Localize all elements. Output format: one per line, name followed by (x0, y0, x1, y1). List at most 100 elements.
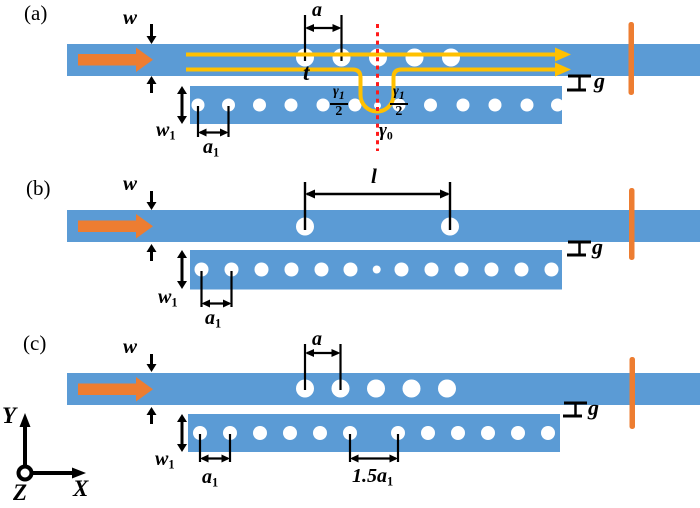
w-arrow-c (146, 354, 157, 424)
taper-left-label: γ1 2 (330, 84, 348, 120)
w-label-b: w (123, 171, 138, 195)
coordinate-axes (16, 413, 86, 482)
gap-marker-b (567, 240, 591, 257)
g-label-a: g (594, 68, 605, 93)
y-axis-label: Y (2, 403, 17, 428)
nanobeam-hole (520, 98, 534, 112)
w1-label-b: w1 (158, 286, 178, 310)
nanobeam-hole (314, 262, 329, 277)
wide-spacing-label-c: 1.5a1 (352, 465, 394, 489)
panel-a (67, 15, 700, 151)
gap-marker-c (563, 401, 587, 418)
waveguide-b (67, 210, 700, 242)
nanobeam-hole (253, 98, 266, 112)
holes-c (193, 379, 555, 440)
z-axis-label: Z (13, 480, 28, 505)
w-arrow-b (146, 191, 157, 261)
a1-label-a: a1 (203, 136, 220, 160)
light-path-cavity-arrowhead (555, 62, 571, 77)
monitor-line-c (629, 357, 635, 429)
nanobeam-hole (343, 426, 357, 440)
monitor-line-b (629, 188, 635, 260)
nanobeam-hole (451, 426, 465, 440)
panel-b-label: (b) (26, 176, 51, 200)
waveguide-hole (367, 379, 385, 398)
a-label-c: a (312, 328, 322, 350)
center-defect-hole (374, 102, 381, 109)
nanobeam-hole (191, 98, 205, 112)
nanobeam-hole (343, 262, 358, 277)
nanobeam-hole (348, 98, 362, 112)
nanobeam-hole (551, 98, 564, 112)
light-path-cavity-a (186, 67, 557, 114)
gap-marker-a (567, 74, 591, 92)
nanobeam-hole (224, 262, 239, 277)
w1-arrow-b (177, 250, 187, 289)
a1-label-b: a1 (205, 307, 222, 331)
a1-dimension-b (200, 271, 233, 308)
nanobeam-hole (284, 262, 299, 277)
nanobeam-hole (316, 98, 330, 112)
nanobeam-hole (313, 426, 327, 440)
l-dimension-b (303, 182, 452, 230)
nanobeam-hole (456, 98, 470, 112)
nanobeam-hole (541, 426, 555, 440)
nanobeam-hole (254, 262, 269, 277)
nanobeam-hole (391, 426, 405, 440)
light-path-top-arrowhead (555, 47, 571, 62)
panel-a-label: (a) (24, 1, 48, 25)
nanobeam-hole (488, 98, 502, 112)
w-label-a: w (123, 5, 138, 29)
panel-c-label: (c) (23, 331, 47, 355)
nanobeam-hole (284, 98, 298, 112)
nanobeam-hole (424, 262, 439, 277)
nanobeam-hole (424, 98, 437, 112)
g-label-c: g (588, 395, 599, 420)
waveguide-hole (442, 48, 460, 67)
waveguide-hole (405, 48, 424, 67)
a1-label-c: a1 (202, 466, 219, 490)
nanobeam-hole (223, 426, 237, 440)
wide-spacing-dimension-c (348, 434, 400, 463)
nanobeam-hole (544, 262, 559, 277)
nanobeam-hole (394, 262, 409, 277)
nanobeam-hole (222, 98, 235, 112)
nanobeam-hole (421, 426, 435, 440)
nanobeam-hole (511, 426, 525, 440)
a-label-a: a (312, 0, 322, 21)
nanobeam-hole (481, 426, 495, 440)
a-dimension-c (303, 344, 342, 390)
nanobeam-hole (514, 262, 529, 277)
z-axis-origin-icon (16, 464, 34, 482)
waveguide-hole (438, 379, 456, 398)
x-axis-label: X (73, 476, 89, 501)
w1-arrow-a (177, 86, 187, 124)
a1-dimension-c (198, 434, 232, 463)
nanobeam-hole (253, 426, 267, 440)
w1-label-a: w1 (156, 119, 176, 143)
taper-right-label: γ1 2 (390, 84, 408, 120)
nanobeam-hole (193, 426, 207, 440)
w1-arrow-c (177, 414, 187, 452)
g-label-b: g (592, 234, 603, 259)
t-label-a: t (303, 60, 310, 85)
center-defect-hole (372, 265, 381, 274)
nanobeam-hole (484, 262, 499, 277)
w1-label-c: w1 (155, 448, 175, 472)
panel-c (67, 344, 700, 463)
w-label-c: w (123, 334, 138, 358)
nanobeam-hole (283, 426, 297, 440)
panel-b (67, 182, 700, 308)
l-label-b: l (371, 164, 377, 188)
nanobeam-hole (194, 262, 209, 277)
input-light-arrow-b (78, 214, 153, 239)
monitor-line-a (628, 22, 634, 95)
gamma0-label: γ0 (379, 120, 393, 143)
waveguide-hole (402, 379, 421, 398)
a1-dimension-a (196, 106, 230, 137)
w-arrow-a (146, 24, 157, 93)
nanobeam-c (188, 414, 560, 452)
nanobeam-hole (454, 262, 469, 277)
